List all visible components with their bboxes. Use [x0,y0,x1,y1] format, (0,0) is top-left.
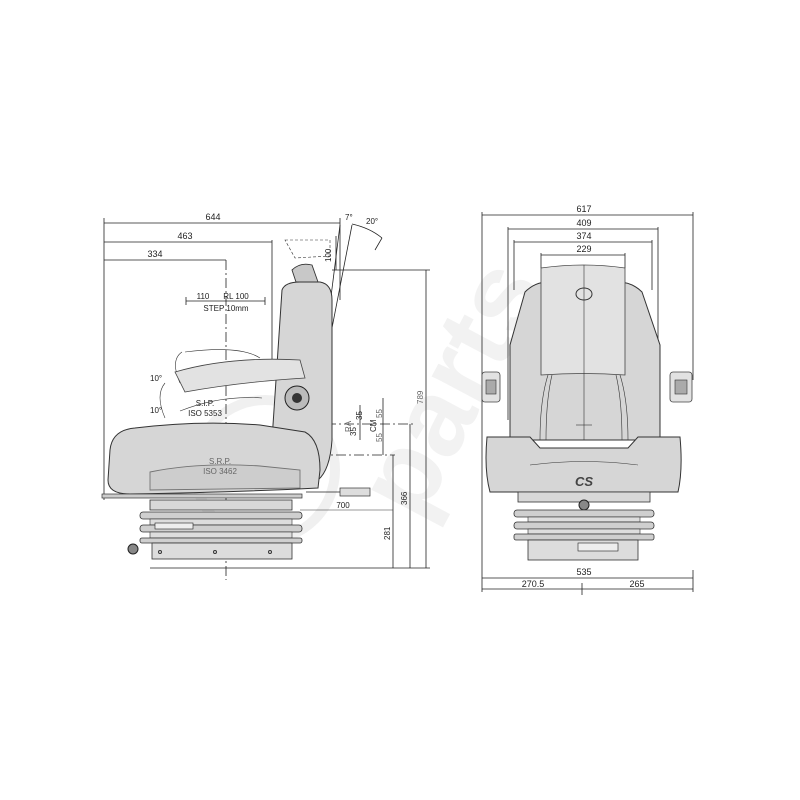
dim-265: 265 [629,579,644,589]
dim-409: 409 [576,218,591,228]
dim-535: 535 [576,567,591,577]
label-srp-iso: ISO 3462 [203,467,237,476]
armrest-side [174,358,306,393]
angle-20: 20° [366,217,378,226]
dim-ra-up: 35 [355,411,364,420]
dim-270-5: 270.5 [522,579,545,589]
headrest-logo [575,287,593,301]
dim-281: 281 [383,526,392,540]
side-view: 644 463 334 110 RL 100 STEP 10mm 7° 20° … [101,212,430,580]
dim-110: 110 [197,292,210,301]
label-sip-iso: ISO 5353 [188,409,222,418]
dim-rl100: RL 100 [223,292,249,301]
headrest-side [291,263,319,283]
dim-cm-down: 55 [375,433,384,442]
dim-cm-up: 55 [375,409,384,418]
suspension-side [127,499,303,560]
dim-463: 463 [177,231,192,241]
angle-7: 7° [345,213,353,222]
slide-rail [101,493,303,499]
front-view: 617 409 374 229 CS [481,204,694,595]
dim-617: 617 [576,204,591,214]
angle-10-up: 10° [150,374,162,383]
dim-374: 374 [576,231,591,241]
air-connector [339,487,371,497]
brand-logo: CS [575,474,593,489]
dim-789: 789 [416,390,425,404]
dim-100: 100 [324,248,333,262]
angle-10-down: 10° [150,406,162,415]
suspension-front [513,491,655,561]
dim-ra-down: 35 [349,427,358,436]
label-srp: S.R.P. [209,457,231,466]
dim-334: 334 [147,249,162,259]
cushion-front [485,436,682,493]
dim-700: 700 [336,501,350,510]
label-ra: RA [344,420,353,432]
dim-step: STEP 10mm [203,304,249,313]
label-cm: CM [369,419,378,432]
dim-644: 644 [205,212,220,222]
dim-366: 366 [400,491,409,505]
height-knob [127,543,139,555]
dim-229: 229 [576,244,591,254]
label-sip: S.I.P. [196,399,215,408]
headrest-front [540,264,626,376]
